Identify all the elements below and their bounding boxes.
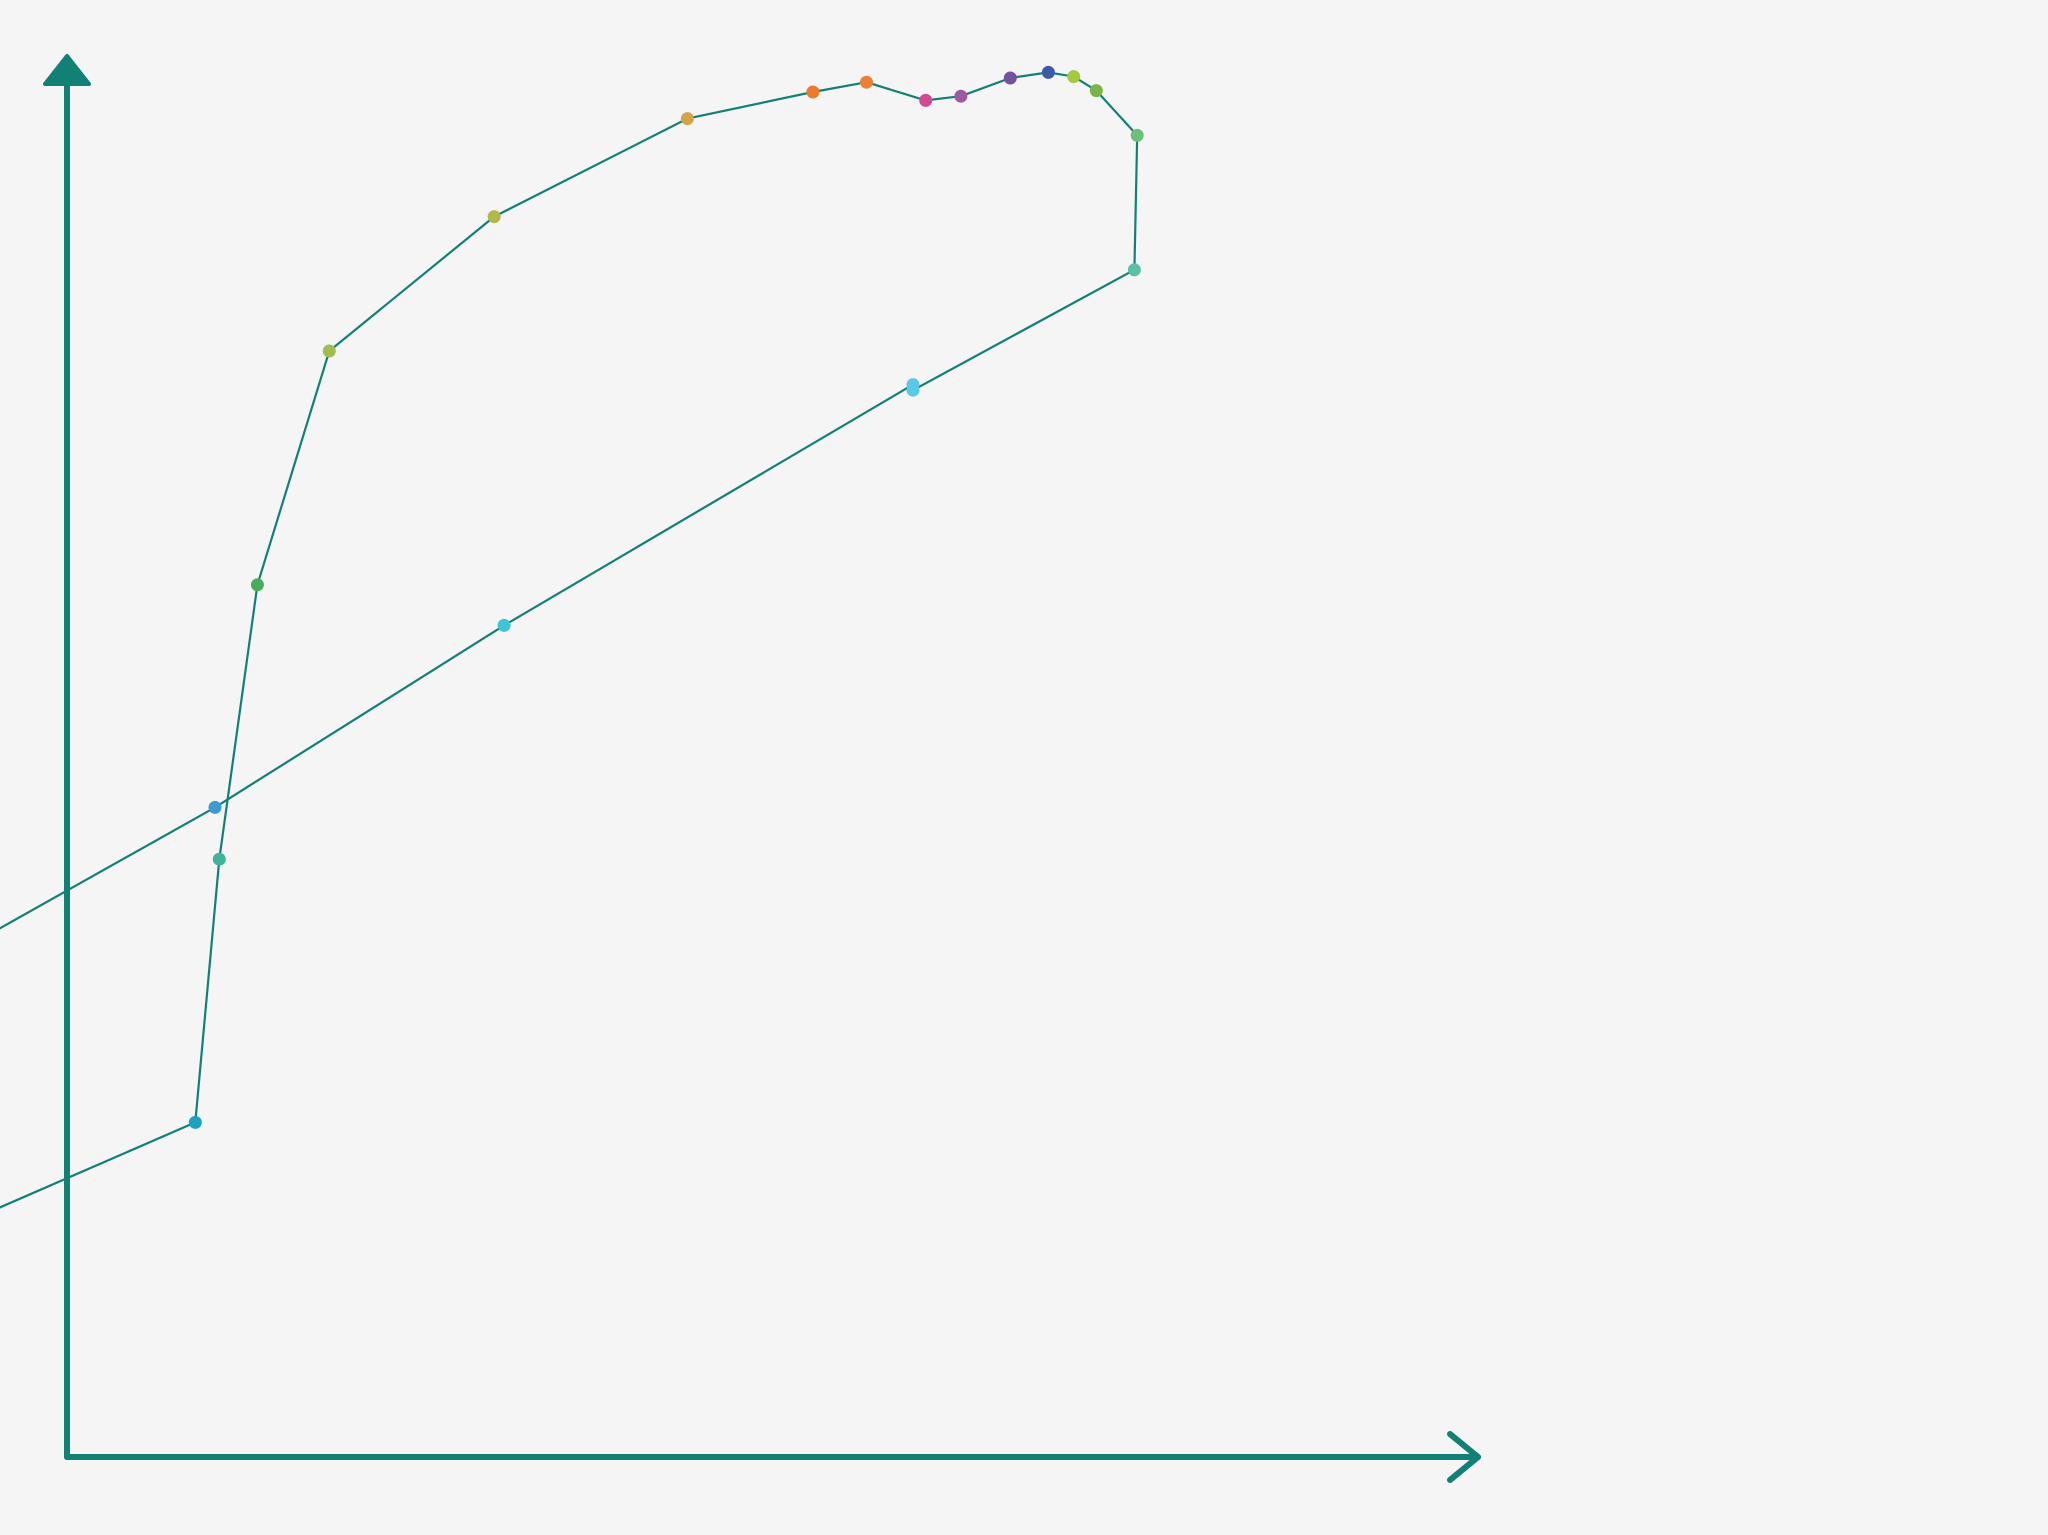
series-line-1 (0, 71, 1139, 1209)
data-point-11 (806, 85, 820, 99)
data-point-8 (954, 89, 968, 103)
axes (43, 54, 1481, 1483)
data-point-23 (906, 378, 920, 392)
data-point-17 (188, 1115, 202, 1129)
data-point-7 (1003, 71, 1017, 85)
data-point-9 (919, 93, 933, 107)
data-point-3 (1130, 128, 1144, 142)
data-point-4 (1089, 84, 1103, 98)
data-point-13 (487, 210, 501, 224)
data-point-2 (1127, 263, 1141, 277)
y-axis-arrowhead (43, 54, 91, 86)
data-point-21 (208, 800, 222, 814)
data-point-15 (250, 578, 264, 592)
points-layer (188, 65, 1144, 1129)
x-axis-arrowhead (1447, 1431, 1481, 1483)
data-point-12 (680, 112, 694, 126)
series-layer (0, 71, 1139, 1209)
data-point-5 (1067, 70, 1081, 84)
data-point-10 (860, 75, 873, 89)
data-point-14 (322, 344, 336, 358)
data-point-6 (1041, 65, 1055, 79)
data-point-22 (497, 618, 511, 632)
data-point-16 (212, 852, 226, 866)
